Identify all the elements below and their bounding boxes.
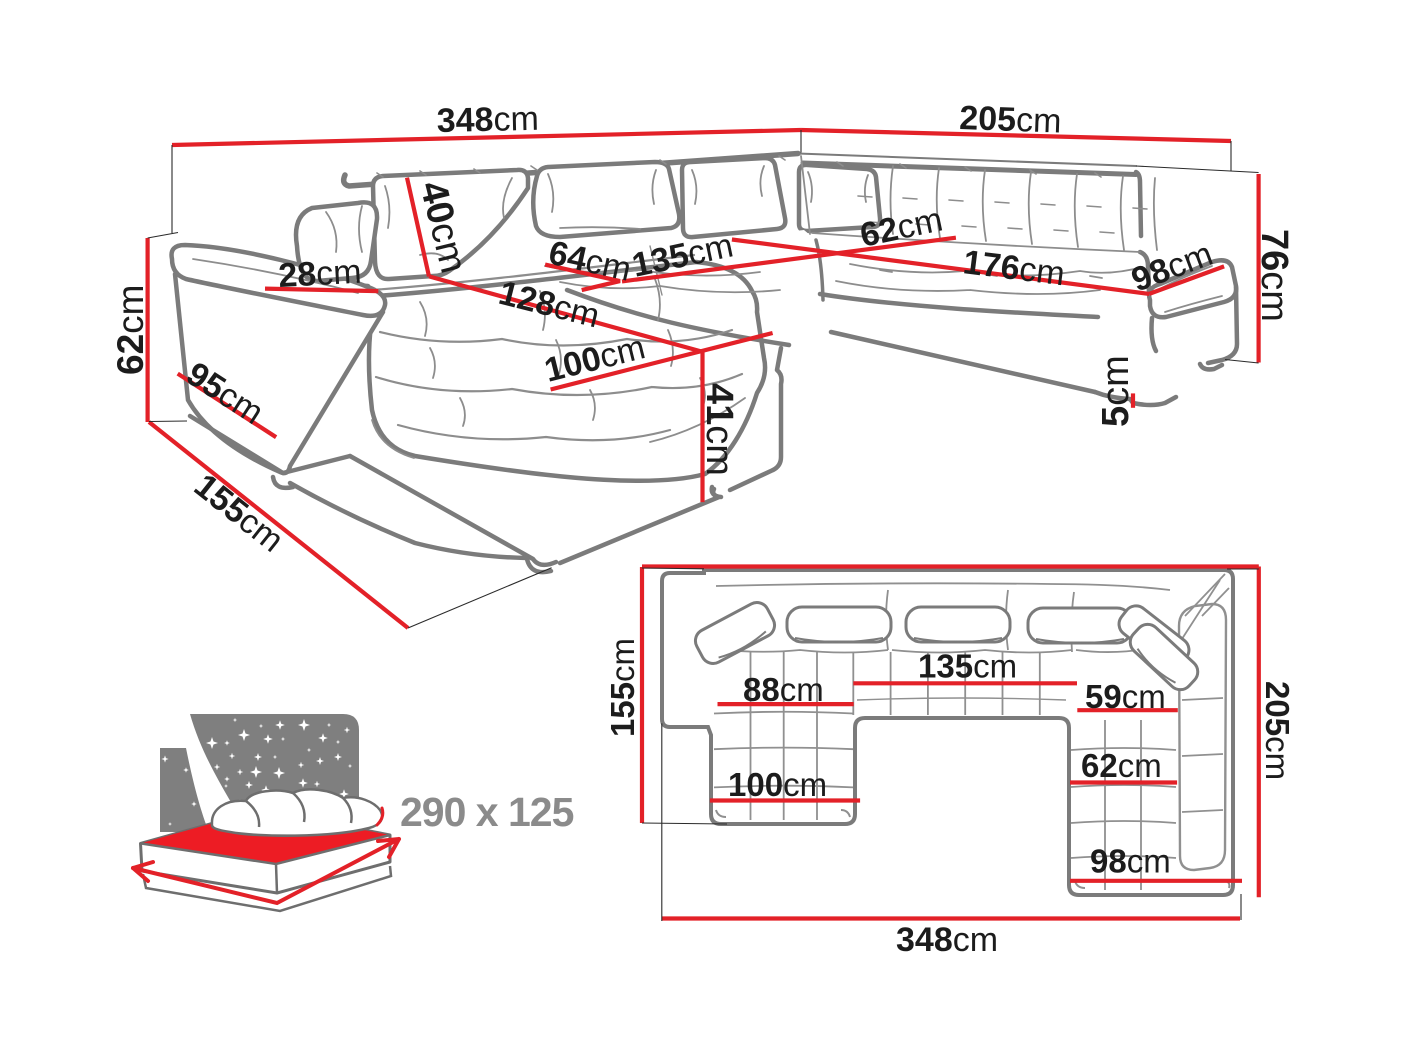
svg-text:135cm: 135cm (918, 648, 1017, 685)
svg-text:76cm: 76cm (1253, 229, 1295, 322)
svg-text:348cm: 348cm (896, 921, 998, 959)
svg-text:62cm: 62cm (1081, 747, 1162, 784)
svg-text:41cm: 41cm (698, 383, 740, 476)
svg-text:62cm: 62cm (110, 285, 151, 375)
svg-text:205cm: 205cm (959, 99, 1062, 141)
svg-text:28cm: 28cm (277, 253, 362, 295)
svg-text:100cm: 100cm (728, 766, 827, 803)
svg-text:205cm: 205cm (1259, 681, 1296, 780)
svg-text:88cm: 88cm (743, 671, 824, 708)
svg-text:348cm: 348cm (436, 100, 539, 140)
svg-text:59cm: 59cm (1085, 678, 1166, 715)
svg-text:5cm: 5cm (1095, 355, 1137, 427)
svg-text:290 x 125: 290 x 125 (400, 789, 574, 835)
svg-text:155cm: 155cm (604, 638, 641, 737)
svg-text:98cm: 98cm (1090, 843, 1171, 880)
